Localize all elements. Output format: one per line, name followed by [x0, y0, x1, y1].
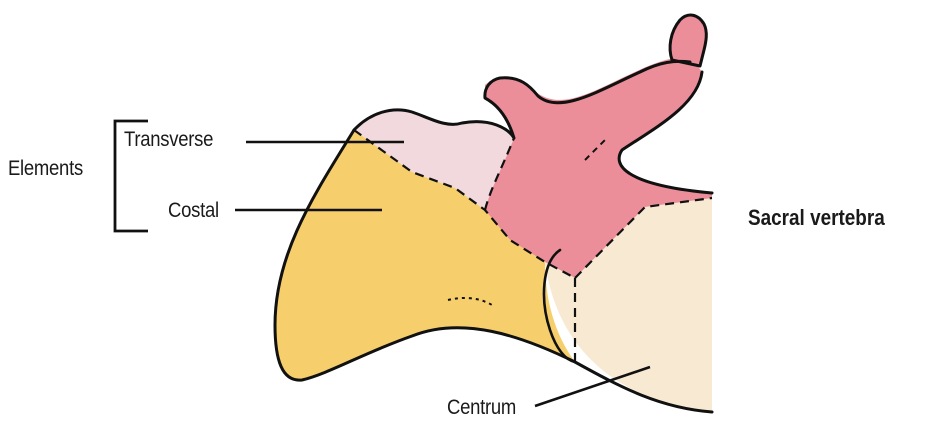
spinous-process	[670, 15, 706, 66]
centrum-label: Centrum	[447, 396, 516, 420]
transverse-label: Transverse	[124, 128, 213, 152]
costal-label: Costal	[168, 199, 219, 223]
elements-label: Elements	[8, 157, 83, 181]
diagram-title: Sacral vertebra	[748, 205, 885, 231]
